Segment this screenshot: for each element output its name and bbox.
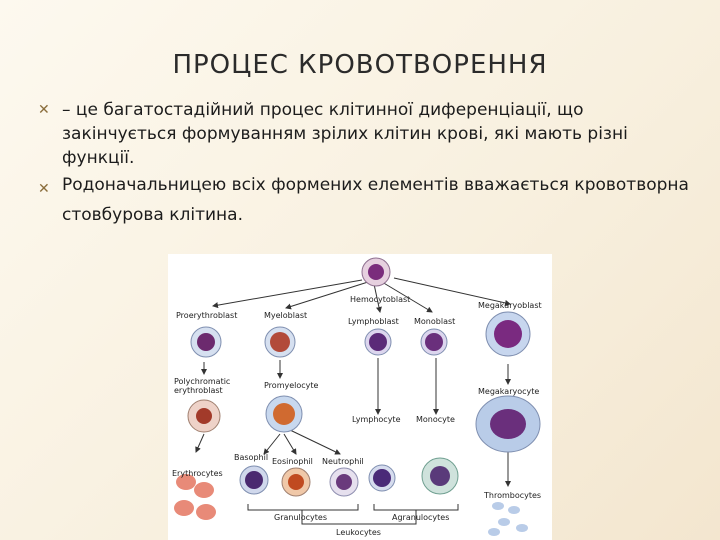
label-thrombocytes: Thrombocytes [483, 491, 541, 500]
label-eosinophil: Eosinophil [272, 457, 313, 466]
hematopoiesis-diagram-svg: Hemocytoblast Proerythroblast Myeloblast… [172, 257, 542, 537]
label-proerythroblast: Proerythroblast [176, 311, 237, 320]
label-agranulocytes: Agranulocytes [392, 513, 449, 522]
erythrocyte-cells [174, 474, 216, 520]
neutrophil-cell [329, 467, 359, 497]
label-promyelocyte: Promyelocyte [264, 381, 319, 390]
eosinophil-cell [281, 467, 311, 497]
slide-title: ПРОЦЕС КРОВОТВОРЕННЯ [172, 50, 548, 80]
label-neutrophil: Neutrophil [322, 457, 364, 466]
label-monoblast: Monoblast [414, 317, 455, 326]
proerythroblast-cell [190, 326, 222, 358]
label-megakaryoblast: Megakaryoblast [478, 301, 542, 310]
label-lymphocyte: Lymphocyte [352, 415, 401, 424]
hemocytoblast-cell [361, 257, 391, 287]
label-granulocytes: Granulocytes [274, 513, 327, 522]
basophil-cell [239, 465, 269, 495]
monoblast-cell [420, 328, 448, 356]
hematopoiesis-diagram: Hemocytoblast Proerythroblast Myeloblast… [168, 254, 552, 540]
label-monocyte: Monocyte [416, 415, 455, 424]
label-megakaryocyte: Megakaryocyte [478, 387, 539, 396]
megakaryoblast-cell [485, 311, 531, 357]
bullet-list: ✕ – це багатостадійний процес клітинної … [38, 98, 698, 230]
label-myeloblast: Myeloblast [264, 311, 307, 320]
label-polychromatic: Polychromatic [174, 377, 230, 386]
bullet-text: – це багатостадійний процес клітинної ди… [62, 100, 628, 168]
polychromatic-erythroblast-cell [187, 399, 221, 433]
megakaryocyte-cell [475, 395, 541, 453]
bullet-text: Родоначальницею всіх формених елементів … [62, 175, 689, 225]
lymphoblast-cell [364, 328, 392, 356]
group-brackets [247, 504, 459, 525]
label-leukocytes: Leukocytes [336, 528, 381, 537]
lineage-arrows [195, 277, 511, 487]
x-mark-icon: ✕ [38, 102, 50, 118]
label-lymphoblast: Lymphoblast [348, 317, 399, 326]
label-basophil: Basophil [234, 453, 268, 462]
label-hemocytoblast: Hemocytoblast [350, 295, 410, 304]
thrombocyte-cells [488, 502, 528, 536]
myeloblast-cell [264, 326, 296, 358]
bullet-item: ✕ – це багатостадійний процес клітинної … [38, 98, 698, 170]
label-erythrocytes: Erythrocytes [172, 469, 223, 478]
bullet-item: ✕ Родоначальницею всіх формених елементі… [38, 170, 698, 230]
lymphocyte-cell [368, 464, 396, 492]
promyelocyte-cell [265, 395, 303, 433]
label-erythroblast: erythroblast [174, 386, 223, 395]
monocyte-cell [421, 457, 459, 495]
x-mark-icon: ✕ [38, 181, 50, 197]
